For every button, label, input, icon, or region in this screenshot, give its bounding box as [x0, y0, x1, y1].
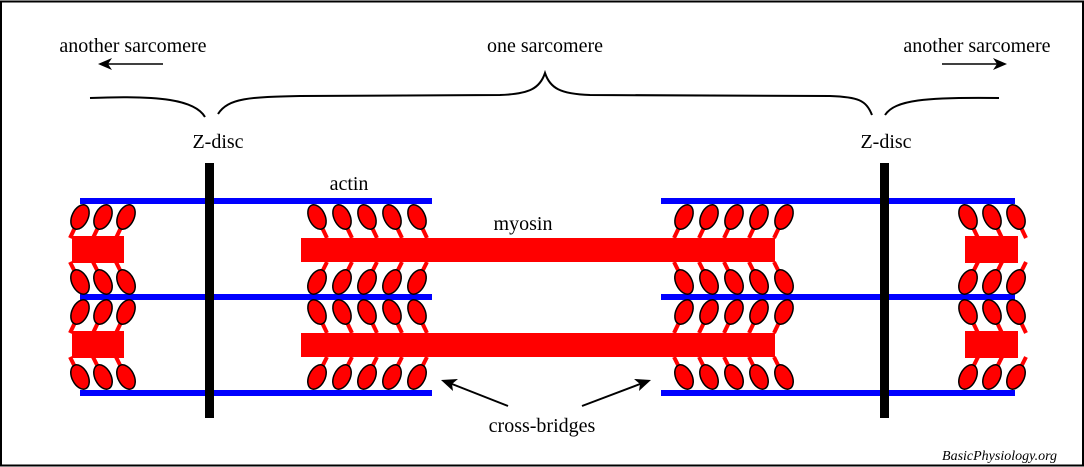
myosin-head	[307, 204, 327, 230]
myosin-head	[332, 299, 352, 325]
arrow-right-icon	[942, 58, 1007, 70]
z-disc-right	[880, 163, 889, 418]
myosin-head	[749, 269, 769, 295]
myosin-head	[70, 204, 90, 230]
label-zdisc-right: Z-disc	[860, 131, 911, 153]
myosin-head	[674, 299, 694, 325]
myosin-head	[307, 364, 327, 390]
myosin-head	[307, 299, 327, 325]
actin-filament	[661, 390, 1015, 396]
myosin-head	[93, 204, 113, 230]
myosin-head	[116, 364, 136, 390]
myosin-head	[382, 269, 402, 295]
myosin-filament-partial	[72, 236, 124, 263]
actin-filament	[661, 198, 1015, 204]
brace-one-sarcomere	[217, 69, 873, 116]
myosin-head	[70, 269, 90, 295]
myosin-head	[407, 364, 427, 390]
myosin-head	[70, 299, 90, 325]
myosin-head	[116, 299, 136, 325]
label-one-sarcomere: one sarcomere	[487, 35, 603, 57]
myosin-head	[982, 269, 1002, 295]
actin-filament	[80, 390, 432, 396]
myosin-head	[749, 364, 769, 390]
myosin-head	[332, 204, 352, 230]
myosin-head	[774, 269, 794, 295]
myosin-head	[332, 269, 352, 295]
myosin-head	[699, 299, 719, 325]
actin-filament	[80, 198, 432, 204]
myosin-head	[357, 299, 377, 325]
myosin-head	[774, 299, 794, 325]
myosin-head	[958, 364, 978, 390]
arrow-cross-bridges-left-icon	[441, 379, 509, 407]
actin-filament	[80, 294, 432, 300]
myosin-filament-partial	[965, 236, 1018, 263]
label-another-sarcomere-right: another sarcomere	[903, 35, 1050, 57]
myosin-head	[674, 204, 694, 230]
myosin-head	[407, 204, 427, 230]
myosin-head	[357, 364, 377, 390]
myosin-head	[749, 204, 769, 230]
myosin-head	[93, 364, 113, 390]
z-disc-left	[205, 163, 214, 418]
myosin-head	[699, 204, 719, 230]
myosin-head	[982, 364, 1002, 390]
myosin-head	[674, 269, 694, 295]
myosin-filament-partial	[72, 331, 124, 358]
myosin-head	[699, 269, 719, 295]
myosin-head	[407, 299, 427, 325]
actin-filament	[661, 294, 1015, 300]
myosin-head	[749, 299, 769, 325]
myosin-head	[724, 204, 744, 230]
myosin-head	[407, 269, 427, 295]
myosin-head	[116, 269, 136, 295]
myosin-head	[116, 204, 136, 230]
myosin-head	[982, 299, 1002, 325]
myosin-filament-partial	[965, 331, 1018, 358]
myosin-head	[357, 269, 377, 295]
myosin-head	[1006, 364, 1026, 390]
arrow-cross-bridges-right-icon	[581, 379, 651, 407]
myosin-head	[958, 204, 978, 230]
label-another-sarcomere-left: another sarcomere	[59, 35, 206, 57]
myosin-head	[674, 364, 694, 390]
credit-text: BasicPhysiology.org	[942, 449, 1057, 464]
myosin-head	[382, 364, 402, 390]
myosin-head	[774, 364, 794, 390]
myosin-head	[982, 204, 1002, 230]
arrow-left-icon	[98, 58, 163, 70]
myosin-head	[382, 299, 402, 325]
brace-left	[89, 96, 206, 118]
myosin-head	[307, 269, 327, 295]
myosin-head	[958, 299, 978, 325]
myosin-head	[699, 364, 719, 390]
myosin-head	[93, 299, 113, 325]
label-myosin: myosin	[494, 213, 553, 235]
myosin-head	[93, 269, 113, 295]
myosin-filament	[301, 333, 775, 357]
myosin-head	[1006, 299, 1026, 325]
label-cross-bridges: cross-bridges	[489, 415, 596, 437]
myosin-head	[357, 204, 377, 230]
myosin-head	[724, 269, 744, 295]
myosin-head	[70, 364, 90, 390]
myosin-head	[1006, 269, 1026, 295]
label-actin: actin	[330, 173, 369, 195]
myosin-head	[332, 364, 352, 390]
myosin-head	[382, 204, 402, 230]
myosin-filament	[301, 238, 775, 262]
myosin-head	[774, 204, 794, 230]
myosin-head	[958, 269, 978, 295]
myosin-head	[724, 364, 744, 390]
label-zdisc-left: Z-disc	[192, 131, 243, 153]
myosin-head	[724, 299, 744, 325]
myosin-head	[1006, 204, 1026, 230]
brace-right	[884, 96, 1000, 116]
